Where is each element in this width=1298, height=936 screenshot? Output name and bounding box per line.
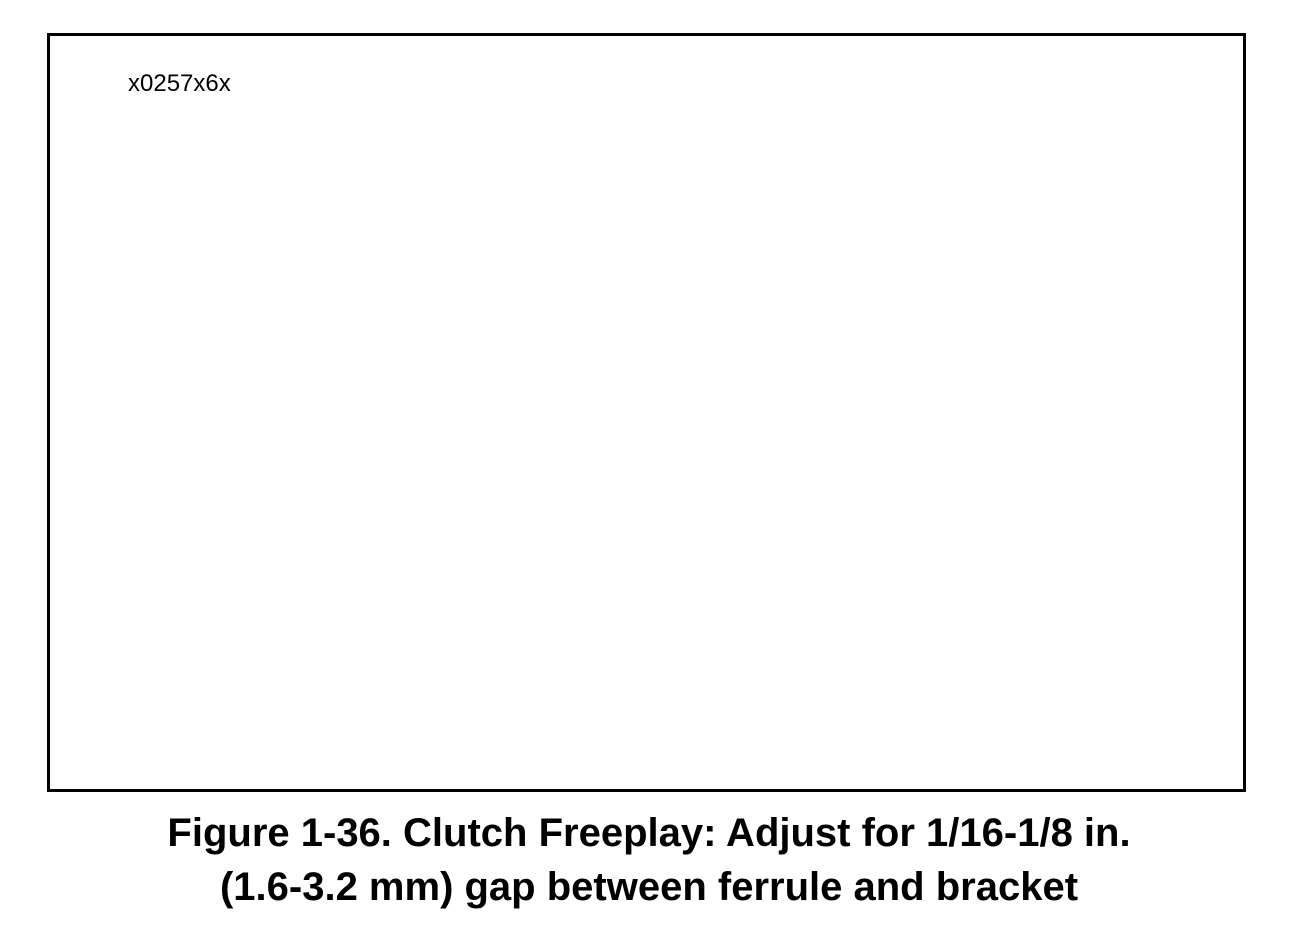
art-id-label: x0257x6x xyxy=(128,70,231,97)
caption-line-2: (1.6-3.2 mm) gap between ferrule and bra… xyxy=(219,865,1079,909)
figure-frame: x0257x6x xyxy=(47,33,1246,792)
caption-line-1: Figure 1-36. Clutch Freeplay: Adjust for… xyxy=(167,811,1131,855)
figure-caption: Figure 1-36. Clutch Freeplay: Adjust for… xyxy=(0,806,1298,914)
